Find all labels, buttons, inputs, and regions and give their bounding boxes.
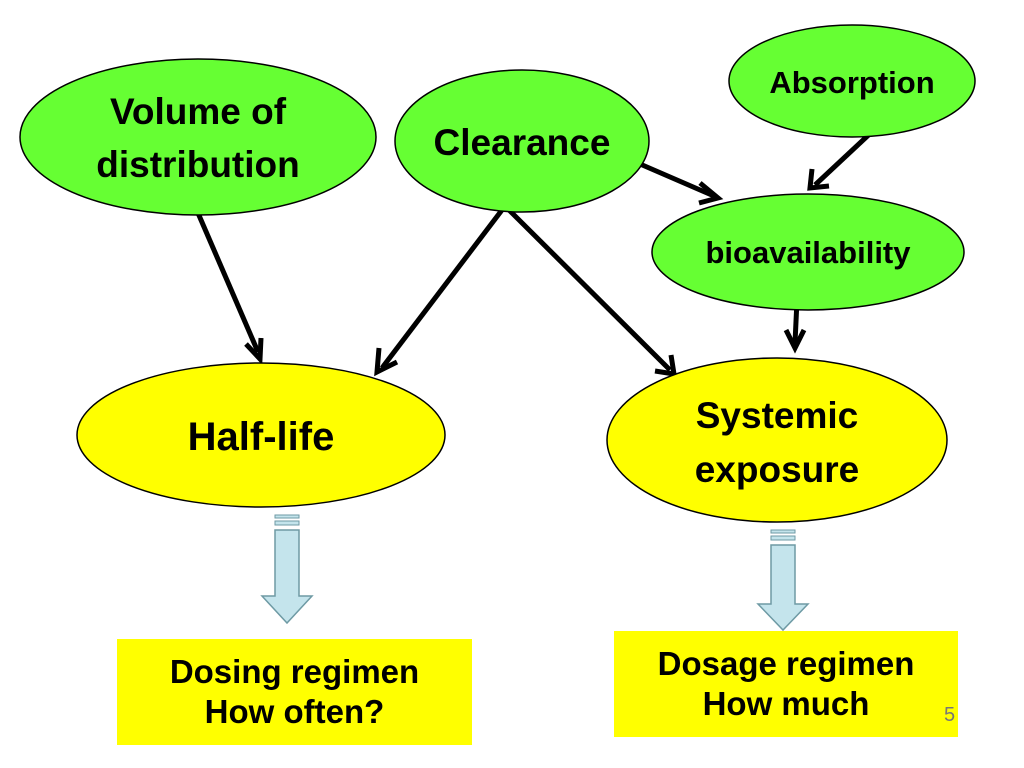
node-volume-line1: Volume of xyxy=(110,91,287,132)
node-clearance: Clearance xyxy=(394,69,650,213)
node-volume-line2: distribution xyxy=(96,144,299,185)
node-absorption: Absorption xyxy=(728,24,976,138)
node-bioavailability-label: bioavailability xyxy=(705,235,911,270)
dosing-regimen-line1: Dosing regimen xyxy=(169,653,420,690)
down-arrow-halflife xyxy=(260,514,314,625)
edge-clearance-to-exposure xyxy=(503,204,678,378)
node-clearance-label: Clearance xyxy=(434,122,611,163)
dosing-regimen-line2: How often? xyxy=(204,693,385,730)
edge-clearance-to-bioavailability xyxy=(639,161,724,206)
node-exposure-line1: Systemic xyxy=(696,395,859,436)
node-absorption-label: Absorption xyxy=(769,65,934,100)
edge-volume-to-halflife xyxy=(195,212,264,366)
node-half-life: Half-life xyxy=(76,362,446,508)
edge-absorption-to-bioavailability xyxy=(807,126,878,191)
node-systemic-exposure: Systemic exposure xyxy=(606,357,948,523)
dosage-regimen-line1: Dosage regimen xyxy=(657,645,915,682)
edge-clearance-to-halflife xyxy=(374,204,507,377)
node-volume-of-distribution: Volume of distribution xyxy=(19,58,377,216)
node-exposure-line2: exposure xyxy=(695,449,860,490)
node-bioavailability: bioavailability xyxy=(651,193,965,311)
node-half-life-label: Half-life xyxy=(188,415,335,459)
down-arrow-exposure xyxy=(756,529,810,632)
dosage-regimen-line2: How much xyxy=(702,685,870,722)
dosing-regimen-box: Dosing regimen How often? xyxy=(117,639,472,745)
dosage-regimen-box: Dosage regimen How much xyxy=(614,631,958,737)
page-number: 5 xyxy=(944,704,956,726)
